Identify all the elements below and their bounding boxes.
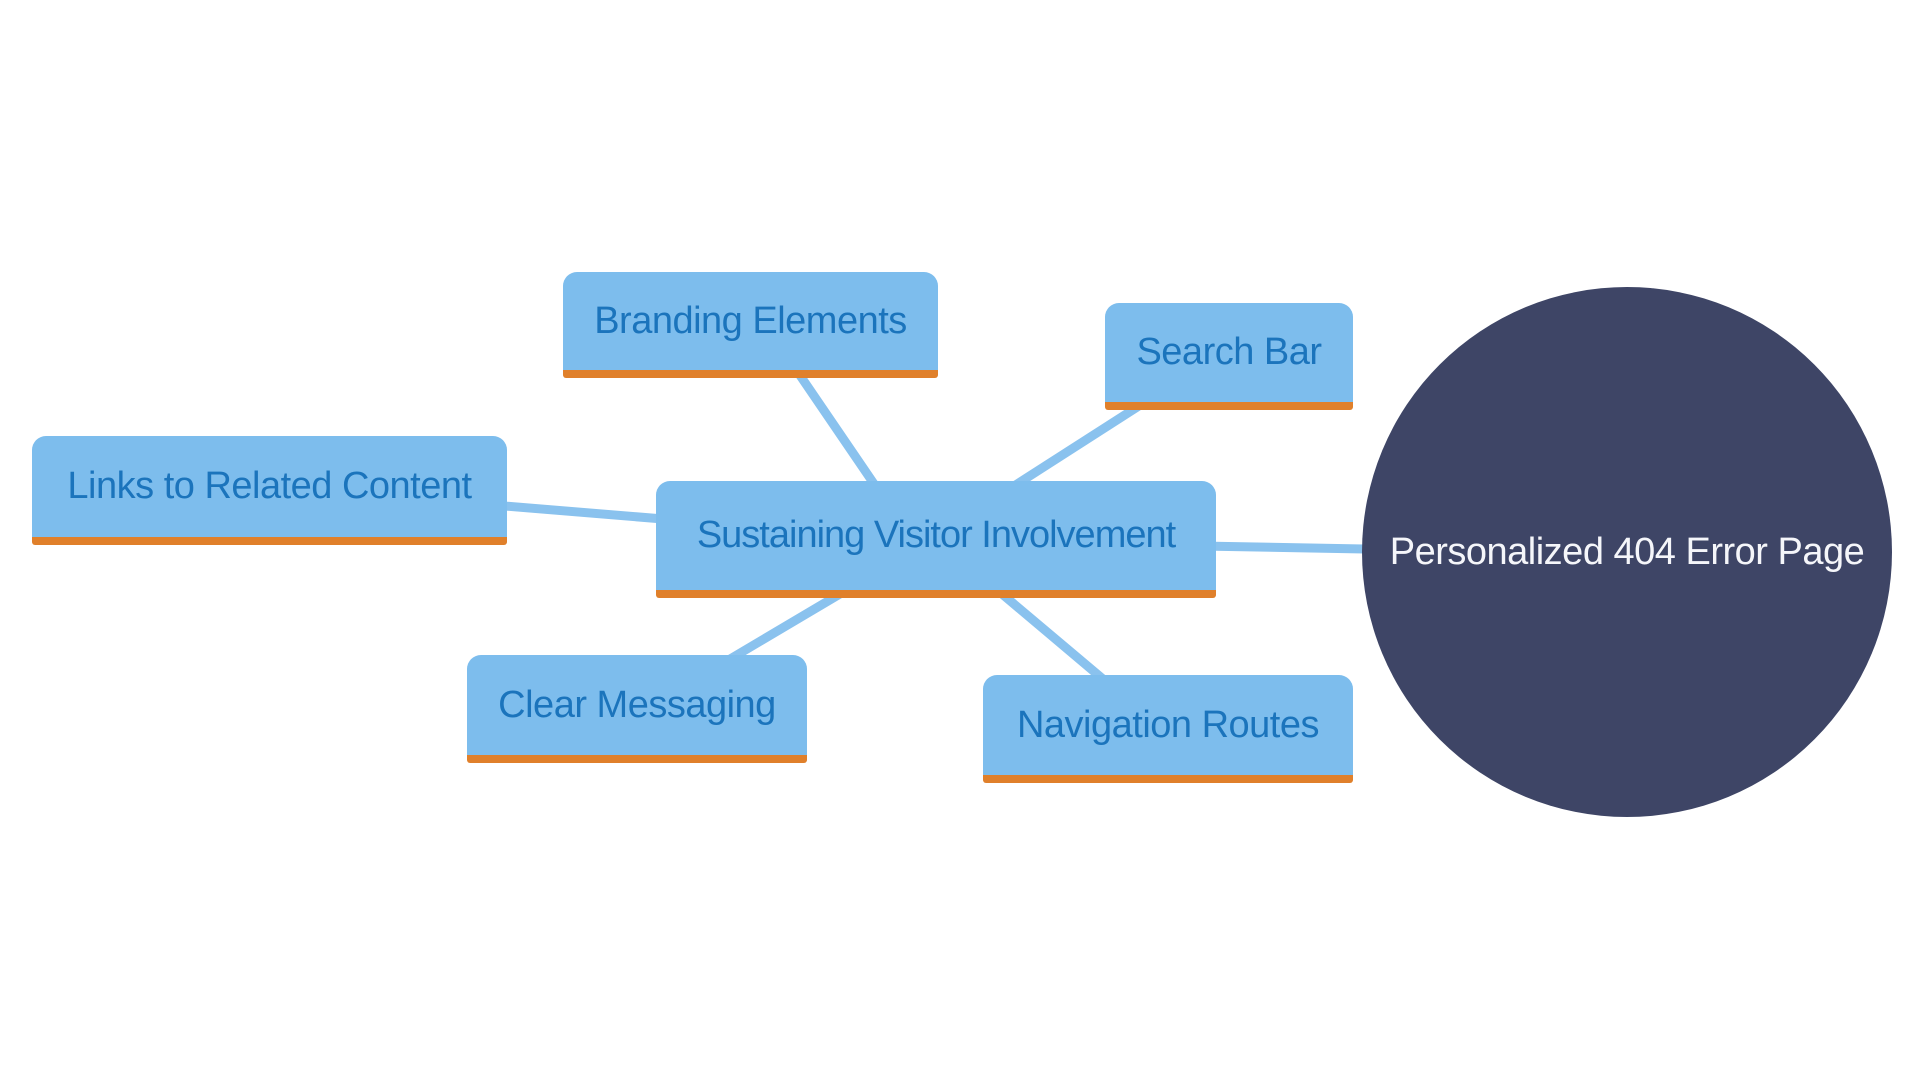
node-label: Clear Messaging [498,683,776,726]
node-label: Links to Related Content [67,465,472,507]
node-label: Navigation Routes [1016,703,1320,746]
node-label: Sustaining Visitor Involvement [696,514,1176,556]
node-navigation-routes: Navigation Routes [983,675,1353,783]
edge-central-to-navigation [990,583,1115,690]
node-personalized-404-error-page-circle: Personalized 404 Error Page [1362,287,1892,817]
node-label: Personalized 404 Error Page [1389,530,1865,573]
node-sustaining-visitor-involvement: Sustaining Visitor Involvement [656,481,1216,598]
edge-central-to-search [995,397,1150,500]
edge-central-to-clear [710,583,855,673]
node-label: Branding Elements [594,299,907,342]
node-links-to-related-content: Links to Related Content [32,436,507,545]
edge-central-to-branding [790,363,890,505]
node-label: Search Bar [1136,331,1322,373]
node-search-bar: Search Bar [1105,303,1353,410]
node-branding-elements: Branding Elements [563,272,938,378]
node-clear-messaging: Clear Messaging [467,655,807,763]
